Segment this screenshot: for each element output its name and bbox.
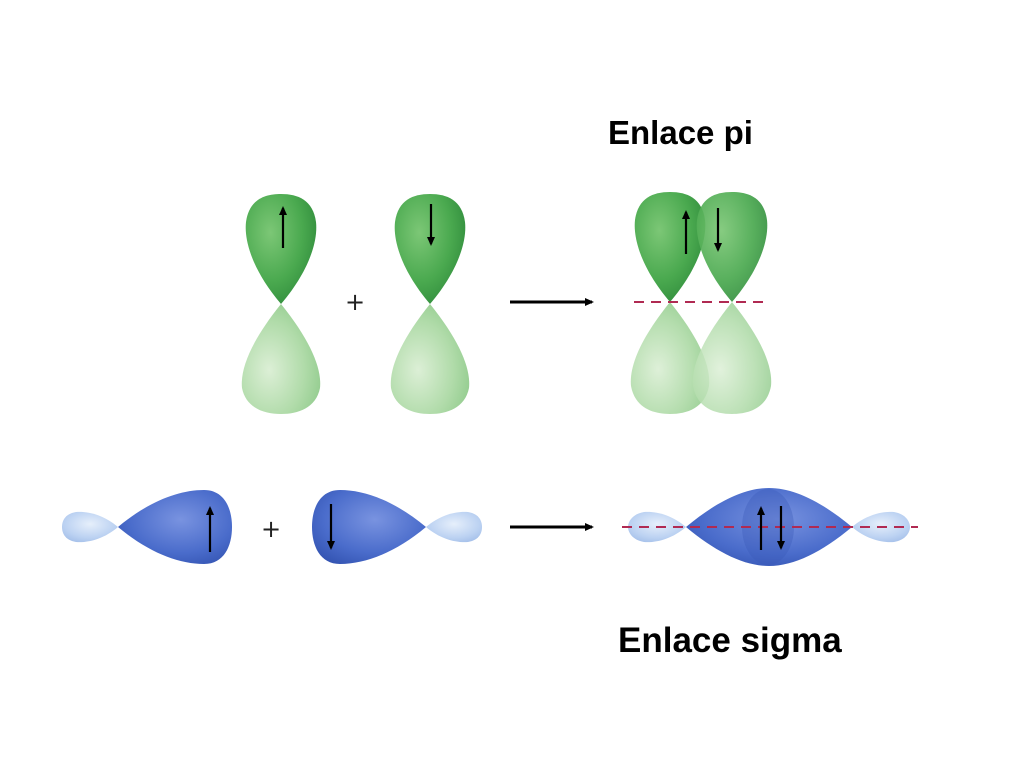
p-orbital-right-top-lobe <box>394 194 466 304</box>
p-orbital-right-bottom-lobe <box>390 304 470 414</box>
p-orbital-left-bottom-lobe <box>241 304 321 414</box>
sp-orbital-right-large-lobe <box>312 490 426 564</box>
p-orbital-left <box>241 194 321 414</box>
sp-orbital-right-small-lobe <box>426 511 482 543</box>
sigma-bond-result <box>622 488 918 566</box>
pi-bond-title: Enlace pi <box>608 114 753 151</box>
sp-orbital-left-large-lobe <box>118 490 232 564</box>
pi-result-right-bottom-lobe <box>692 302 772 414</box>
sigma-plus-sign: + <box>261 515 281 543</box>
pi-bond-result <box>630 192 772 414</box>
sp-orbital-left-small-lobe <box>62 511 118 543</box>
sp-orbital-left <box>62 490 232 564</box>
sigma-result-central-lobe <box>686 488 852 566</box>
pi-result-left-bottom-lobe <box>630 302 710 414</box>
pi-result-right-top-lobe <box>696 192 768 302</box>
sigma-bond-title: Enlace sigma <box>618 621 842 660</box>
pi-plus-sign: + <box>345 288 365 316</box>
p-orbital-right <box>390 194 470 414</box>
sp-orbital-right <box>312 490 482 564</box>
pi-result-left-top-lobe <box>634 192 706 302</box>
p-orbital-left-top-lobe <box>245 194 317 304</box>
